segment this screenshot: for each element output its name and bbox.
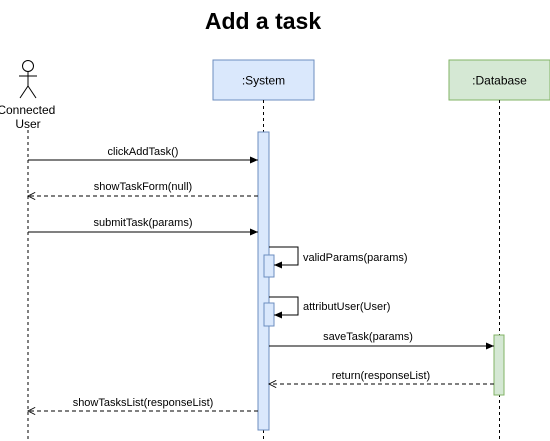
message-validparams: validParams(params) [269, 246, 408, 269]
message-label: submitTask(params) [93, 217, 192, 229]
actor-stick-figure-icon [19, 60, 37, 99]
message-label: attributUser(User) [303, 301, 390, 313]
activation-system-validparams [263, 254, 275, 278]
message-label: clickAddTask() [108, 146, 179, 158]
message-label: return(responseList) [332, 370, 430, 382]
system-label: :System [242, 74, 285, 88]
message-label: validParams(params) [303, 252, 408, 264]
message-attributuser: attributUser(User) [269, 296, 390, 319]
activation-database [493, 334, 505, 396]
activation-system-main [257, 131, 270, 431]
actor-connected-user: Connected User [0, 60, 59, 131]
actor-label-line-1: Connected [0, 103, 55, 117]
participant-database: :Database [448, 59, 550, 101]
actor-label-line-2: User [15, 117, 40, 131]
message-savetask: saveTask(params) [269, 331, 494, 350]
message-clickaddtask: clickAddTask() [28, 146, 258, 164]
message-label: showTaskForm(null) [94, 181, 192, 193]
message-return-responselist: return(responseList) [269, 370, 494, 384]
self-message-arrow [269, 246, 299, 269]
participant-system: :System [212, 59, 315, 101]
message-showtaskslist: showTasksList(responseList) [28, 397, 258, 411]
database-label: :Database [472, 74, 527, 88]
activation-system-attributuser [263, 302, 275, 327]
self-message-arrow [269, 296, 299, 319]
actor-label: Connected User [0, 103, 59, 131]
message-submittask: submitTask(params) [28, 217, 258, 236]
system-box [212, 59, 315, 101]
message-label: showTasksList(responseList) [73, 397, 214, 409]
diagram-title: Add a task [205, 8, 322, 34]
message-label: saveTask(params) [323, 331, 413, 343]
message-showtaskform: showTaskForm(null) [28, 181, 258, 196]
